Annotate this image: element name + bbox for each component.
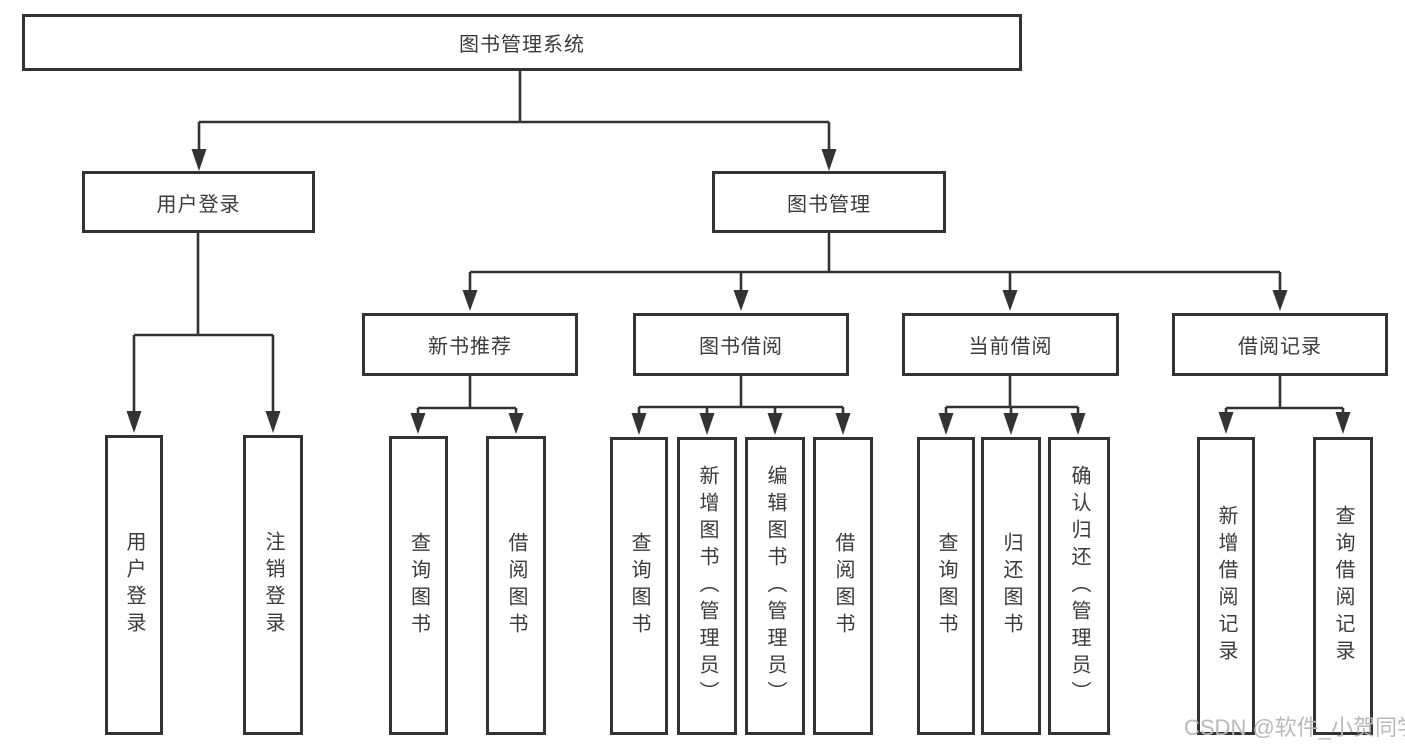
arrowhead [631,413,647,435]
node-leaf-query-borrow-record: 查询借阅记录 [1313,437,1373,735]
connector-root-to-level2 [191,70,837,171]
node-label: 用户登录 [156,193,241,216]
node-label: 借阅图书 [832,532,854,640]
arrowhead [462,290,478,311]
arrowhead [733,290,749,311]
arrowhead [265,411,281,433]
node-leaf-borrow-books: 借阅图书 [486,436,546,735]
arrowhead [1070,413,1086,435]
node-book-borrow: 图书借阅 [633,313,849,376]
node-leaf-logout: 注销登录 [243,435,303,735]
node-label: 查询借阅记录 [1332,505,1354,667]
node-new-book-recommend: 新书推荐 [362,313,578,376]
node-label: 查询图书 [935,532,957,640]
node-label: 新增借阅记录 [1215,505,1237,667]
node-leaf-confirm-return-admin: 确认归还（管理员） [1048,437,1110,735]
node-label: 查询图书 [407,531,430,640]
arrowhead [767,413,783,435]
node-label: 编辑图书（管理员） [764,464,786,708]
node-label: 图书管理 [787,193,871,216]
arrowhead [938,413,954,435]
node-leaf-query-books: 查询图书 [917,437,975,735]
node-label: 新书推荐 [428,336,512,358]
node-leaf-query-books: 查询图书 [389,436,448,735]
node-label: 归还图书 [1000,532,1022,640]
connector-user-login-children [126,233,281,433]
arrowhead [835,413,851,435]
node-label: 图书借阅 [699,336,783,358]
arrowhead [699,413,715,435]
node-book-management: 图书管理 [712,171,946,233]
arrowhead [821,149,837,171]
node-label: 注销登录 [262,531,284,639]
arrowhead [1335,412,1351,434]
node-current-borrow: 当前借阅 [902,313,1119,376]
node-label: 当前借阅 [968,336,1053,358]
arrowhead [126,411,142,433]
node-root-system: 图书管理系统 [22,14,1022,71]
node-label: 确认归还（管理员） [1068,464,1090,708]
node-label: 查询图书 [628,532,650,640]
arrowhead [191,149,207,171]
node-label: 新增图书（管理员） [696,464,718,708]
node-leaf-add-borrow-record: 新增借阅记录 [1197,437,1255,735]
node-leaf-query-books: 查询图书 [610,437,668,735]
connector-current-borrow-children [938,376,1086,435]
node-leaf-add-books-admin: 新增图书（管理员） [677,437,737,735]
arrowhead [1272,290,1288,311]
arrowhead [508,413,524,434]
connector-borrow-record-children [1218,376,1351,434]
node-label: 借阅图书 [505,531,527,640]
arrowhead [1218,412,1234,434]
node-label: 借阅记录 [1238,336,1322,358]
node-leaf-return-books: 归还图书 [981,437,1041,735]
node-label: 用户登录 [123,531,145,639]
connector-book-borrow-children [631,376,851,435]
node-borrow-records: 借阅记录 [1172,313,1388,376]
connector-book-management-children [462,233,1288,311]
node-leaf-borrow-books: 借阅图书 [813,437,873,735]
node-leaf-user-login: 用户登录 [105,435,163,735]
csdn-watermark: CSDN @软件_小贺同学 [1184,715,1405,740]
arrowhead [410,413,426,434]
connector-new-book-children [410,376,524,434]
node-label: 图书管理系统 [459,34,585,56]
node-leaf-edit-books-admin: 编辑图书（管理员） [745,437,805,735]
node-user-login: 用户登录 [82,171,315,233]
arrowhead [1002,290,1018,311]
arrowhead [1003,413,1019,435]
